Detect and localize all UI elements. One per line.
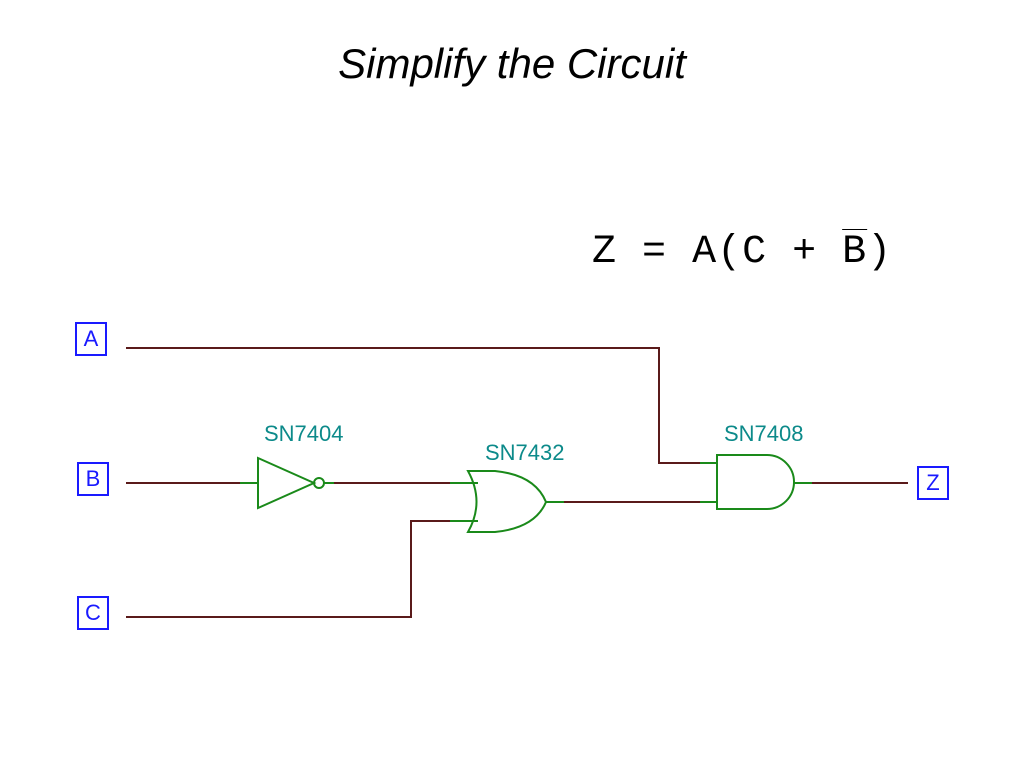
input-b-pin: B: [77, 462, 109, 496]
chip-label-or: SN7432: [485, 440, 565, 465]
and-gate: [700, 454, 812, 510]
boolean-equation: Z = A(C + B): [592, 230, 892, 275]
eq-plus: +: [792, 230, 818, 275]
eq-equals: =: [642, 230, 668, 275]
eq-z: Z: [592, 230, 618, 275]
eq-a: A: [692, 230, 718, 275]
input-a-pin: A: [75, 322, 107, 356]
wire-a: [126, 347, 717, 464]
eq-b-bar: B: [842, 230, 868, 275]
eq-open-paren: (: [717, 230, 743, 275]
input-c-pin: C: [77, 596, 109, 630]
not-gate: [240, 456, 334, 510]
wire-c: [126, 520, 473, 618]
slide-title: Simplify the Circuit: [338, 40, 686, 87]
chip-label-and: SN7408: [724, 421, 804, 446]
eq-close-paren: ): [867, 230, 893, 275]
chip-label-inverter: SN7404: [264, 421, 344, 446]
or-gate: [450, 470, 564, 533]
output-z-pin: Z: [917, 466, 949, 500]
eq-c: C: [742, 230, 768, 275]
